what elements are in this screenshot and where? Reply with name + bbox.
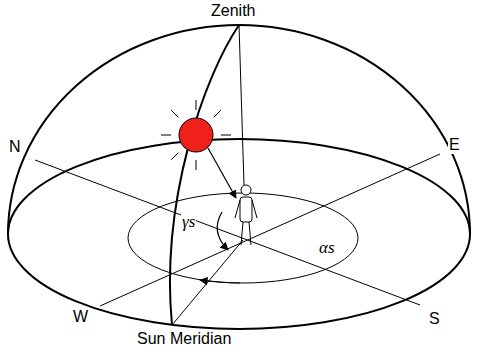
angle-label: αs	[318, 238, 336, 258]
direction-label: N	[8, 138, 22, 156]
horizon-ellipse	[8, 139, 470, 329]
meridian-ground-line	[172, 240, 243, 325]
direction-label: S	[428, 310, 441, 328]
observer-figure	[235, 185, 257, 245]
direction-label: W	[72, 308, 89, 326]
sun-rays	[161, 100, 231, 170]
angle-label: γs	[181, 212, 196, 232]
sky-dome	[8, 25, 470, 234]
sun-meridian-arc	[170, 25, 239, 325]
azimuth-arrow	[200, 280, 240, 283]
meridian-label: Sun Meridian	[136, 330, 232, 348]
direction-label: E	[448, 136, 461, 154]
west-east-axis	[100, 154, 440, 306]
zenith-label: Zenith	[210, 2, 256, 20]
sun-disc	[179, 118, 213, 152]
altitude-arc	[217, 212, 228, 250]
azimuth-ellipse	[128, 193, 358, 283]
zenith-line	[239, 25, 244, 185]
sun-ray-arrow	[208, 148, 236, 198]
